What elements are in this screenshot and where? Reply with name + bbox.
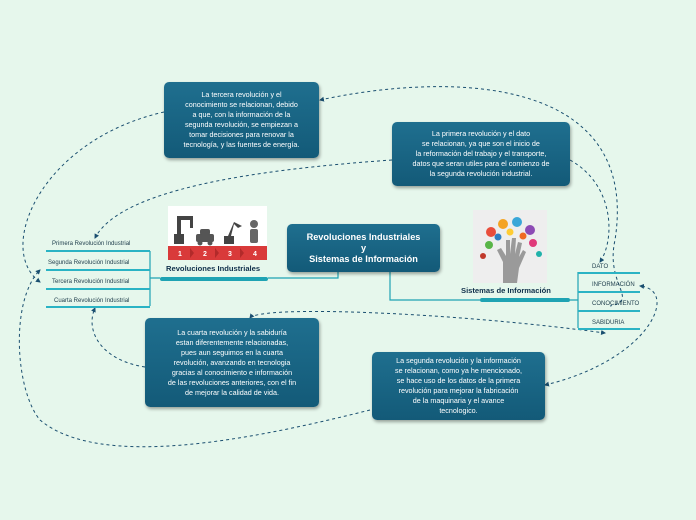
factory-step-4: 4 [253, 251, 257, 258]
factory-image: 1 2 3 4 [168, 206, 267, 260]
arrow-primera-dato [94, 159, 393, 239]
note-segunda[interactable]: La segunda revolución y la información s… [372, 352, 545, 420]
underline-informacion [578, 291, 640, 293]
connector-revoluciones-list [149, 251, 160, 306]
note-cuarta[interactable]: La cuarta revolución y la sabiduría esta… [145, 318, 319, 407]
car-icon [196, 229, 214, 246]
central-title-line2: y [360, 242, 367, 253]
factory-step-2: 2 [203, 251, 207, 258]
connector-center-sistemas [389, 262, 480, 301]
underline-cuarta [46, 306, 150, 308]
arrow-primera-dato-b [569, 159, 610, 263]
central-title-line3: Sistemas de Información [309, 253, 418, 264]
list-item-conocimiento[interactable]: CONOCIMIENTO [592, 301, 640, 307]
underline-segunda [46, 269, 150, 271]
underline-conocimiento [578, 310, 640, 312]
connector-sistemas-list [570, 272, 579, 328]
figure-icon [250, 220, 258, 243]
topic-sistemas-label[interactable]: Sistemas de Información [461, 286, 551, 295]
note-primera[interactable]: La primera revolución y el dato se relac… [392, 122, 570, 186]
robot-arm-icon [174, 216, 193, 244]
central-node[interactable]: Revoluciones Industriales y Sistemas de … [287, 224, 440, 272]
arrow-cuarta-sabiduria [91, 307, 146, 368]
central-title-line1: Revoluciones Industriales [306, 231, 421, 242]
robot-arm-icon-2 [224, 222, 242, 244]
list-item-tercera[interactable]: Tercera Revolución Industrial [52, 279, 130, 285]
underline-primera [46, 250, 150, 252]
arrow-tercera-conocimiento [22, 111, 165, 283]
arrow-segunda-revolucion [18, 269, 371, 448]
info-systems-image [473, 210, 547, 283]
list-item-primera[interactable]: Primera Revolución Industrial [52, 241, 131, 247]
note-tercera[interactable]: La tercera revolución y el conocimiento … [164, 82, 319, 158]
underline-sabiduria [578, 328, 640, 330]
list-item-informacion[interactable]: INFORMACIÓN [592, 282, 635, 288]
list-item-dato[interactable]: DATO [592, 264, 609, 270]
arrow-segunda-informacion [544, 283, 658, 387]
arrow-cuarta-sabiduria-b [249, 310, 606, 335]
app-bubbles-icon [480, 217, 542, 259]
factory-step-3: 3 [228, 251, 232, 258]
topic-revoluciones-label[interactable]: Revoluciones Industriales [166, 264, 261, 273]
list-item-sabiduria[interactable]: SABIDURIA [592, 320, 625, 326]
dashed-connectors [18, 86, 658, 448]
hand-icon [497, 238, 526, 283]
topic-revoluciones-bar [160, 277, 268, 281]
underline-tercera [46, 288, 150, 290]
underline-dato [578, 272, 640, 274]
list-item-cuarta[interactable]: Cuarta Revolución Industrial [54, 298, 130, 304]
list-item-segunda[interactable]: Segunda Revolución Industrial [48, 260, 130, 266]
factory-step-1: 1 [178, 251, 182, 258]
topic-sistemas-bar [480, 298, 570, 302]
